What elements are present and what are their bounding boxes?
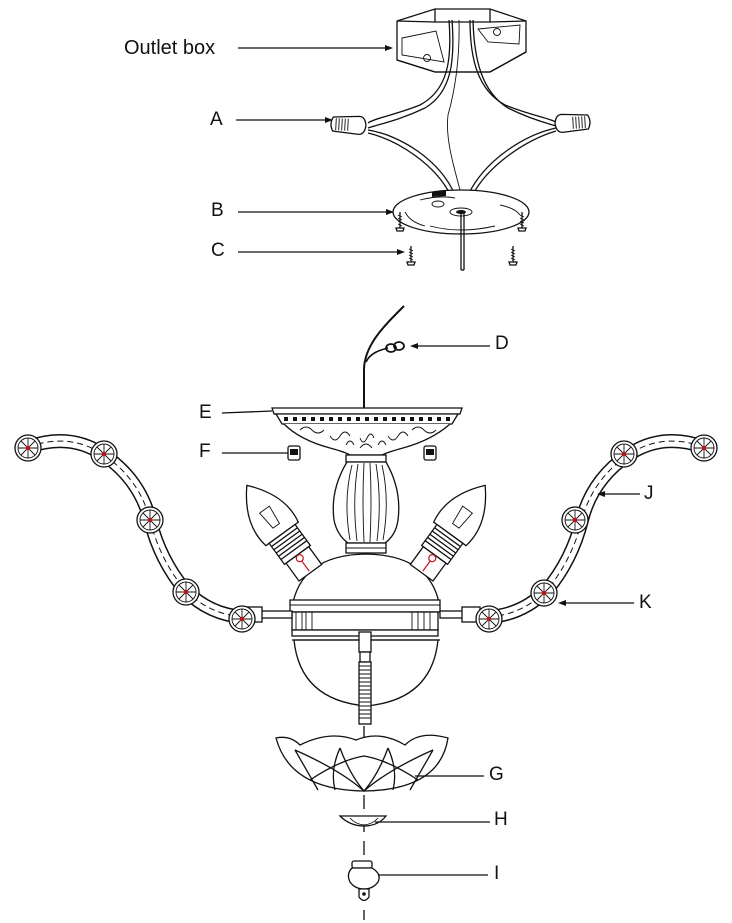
wire-nut-left xyxy=(329,114,368,136)
mounting-plate xyxy=(392,189,530,271)
label-k: K xyxy=(639,592,652,613)
candle-bulb-right xyxy=(409,484,487,582)
label-b: B xyxy=(211,200,224,221)
threaded-rod xyxy=(358,631,372,725)
wire-nut-right xyxy=(553,112,592,134)
canopy xyxy=(271,407,463,456)
arm-left xyxy=(14,434,256,633)
canopy-nut-left xyxy=(287,445,301,461)
label-f: F xyxy=(199,441,211,462)
arm-right xyxy=(475,434,718,633)
label-g: G xyxy=(489,764,504,785)
label-i: I xyxy=(494,863,500,884)
finial xyxy=(347,860,380,902)
leader-e xyxy=(221,410,273,414)
decorative-cap xyxy=(338,815,388,827)
label-e: E xyxy=(199,402,212,423)
mounting-screw-right xyxy=(508,245,518,266)
label-c: C xyxy=(211,240,225,261)
canopy-nut-right xyxy=(423,445,437,461)
label-d: D xyxy=(495,333,509,354)
glass-bowl xyxy=(275,734,449,792)
label-a: A xyxy=(210,109,223,130)
label-h: H xyxy=(494,809,508,830)
house-wires xyxy=(367,19,557,197)
candle-bulb-left xyxy=(245,484,323,582)
vase-stem xyxy=(332,454,400,554)
ground-wire xyxy=(363,305,405,408)
mounting-screw-left xyxy=(406,245,416,266)
outlet-box xyxy=(396,8,527,73)
label-j: J xyxy=(644,483,654,504)
label-outlet-box: Outlet box xyxy=(124,37,216,59)
